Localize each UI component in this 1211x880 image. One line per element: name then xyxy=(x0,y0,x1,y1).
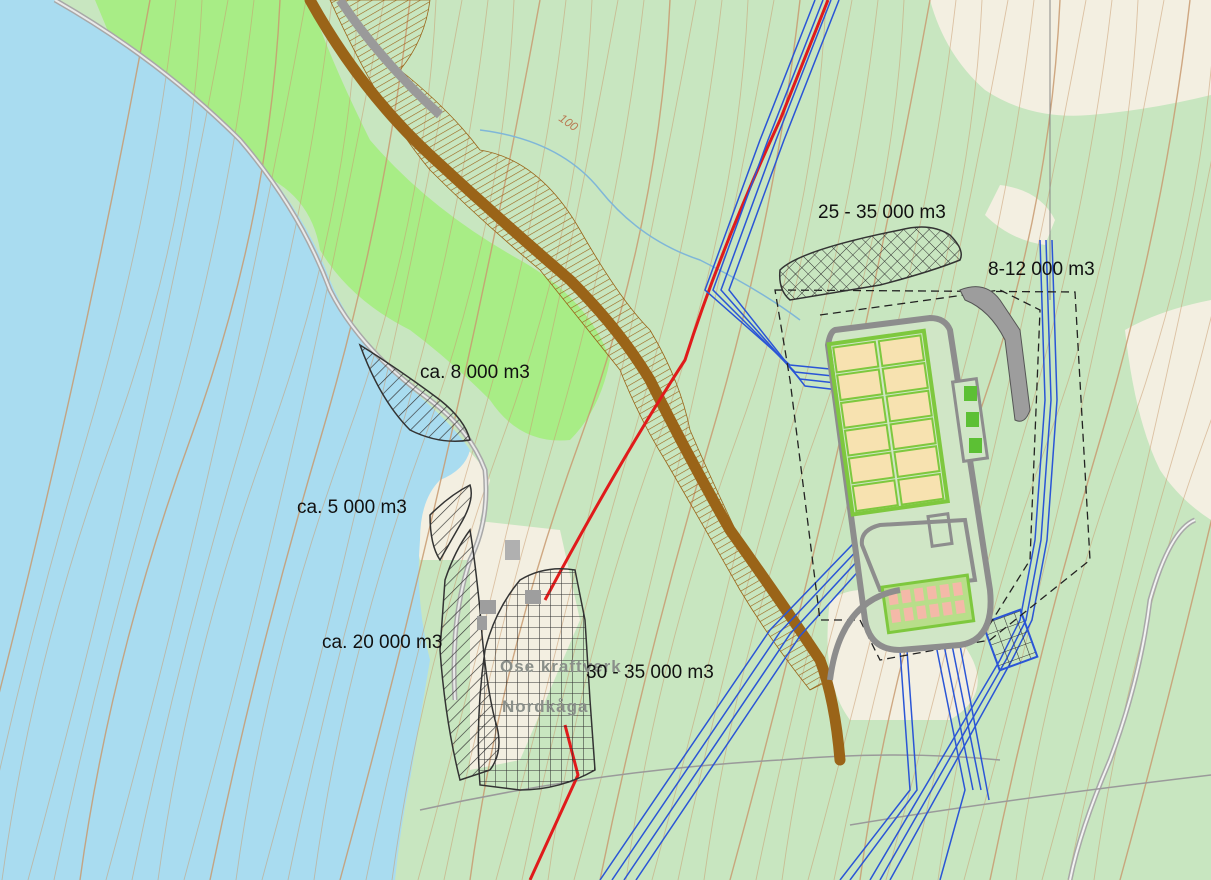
deposit-grid xyxy=(477,568,596,791)
creek xyxy=(479,129,801,321)
open-land-east xyxy=(1125,300,1211,520)
meadow-area xyxy=(95,0,610,441)
building-1 xyxy=(505,540,520,560)
place-label-power-station: Ose kraftverk xyxy=(500,657,622,676)
small-panel-array xyxy=(880,573,976,635)
access-road-east-inner xyxy=(1069,519,1196,880)
volume-label-shore-small: ca. 5 000 m3 xyxy=(297,497,407,518)
open-land-north xyxy=(930,0,1211,116)
deposit-meadow xyxy=(358,343,471,442)
green-modules xyxy=(950,377,990,463)
building-3 xyxy=(480,600,496,614)
volume-label-grid: 30 - 35 000 m3 xyxy=(586,662,714,683)
volume-label-meadow: ca. 8 000 m3 xyxy=(420,362,530,383)
deposit-strip-east xyxy=(959,286,1031,422)
cable-corridors xyxy=(599,0,1058,880)
dashed-boundary-inner xyxy=(819,289,1041,641)
cable-junction xyxy=(981,608,1039,672)
construction-road-grey xyxy=(336,0,444,119)
building-4 xyxy=(477,616,487,630)
water-fjord xyxy=(0,0,470,880)
volume-label-east: 8-12 000 m3 xyxy=(988,259,1095,280)
access-road xyxy=(827,587,901,681)
volume-label-shore-large: ca. 20 000 m3 xyxy=(322,632,442,653)
plant-building xyxy=(926,512,954,548)
place-label-nordkaga: Nordkåga xyxy=(502,697,588,716)
deposit-northeast xyxy=(778,226,962,301)
open-land-plant xyxy=(985,185,1055,245)
deposit-shore-small xyxy=(429,483,472,562)
solar-panel-array xyxy=(826,328,951,517)
plant-yard xyxy=(859,517,978,593)
road-bottom-2 xyxy=(849,774,1211,826)
volume-label-northeast: 25 - 35 000 m3 xyxy=(818,202,946,223)
building-2 xyxy=(525,590,541,604)
construction-road xyxy=(304,0,846,766)
dashed-boundary xyxy=(774,289,1091,661)
